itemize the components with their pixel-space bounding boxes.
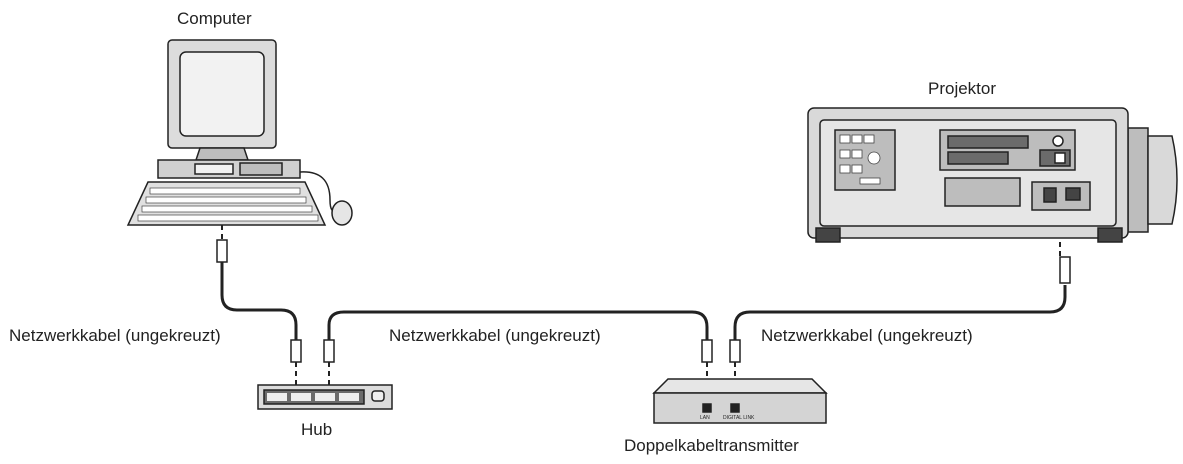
projector-icon (807, 107, 1178, 243)
computer-label: Computer (177, 9, 252, 28)
computer-icon (126, 39, 353, 226)
plug-hub-right (323, 339, 335, 363)
network-cables (220, 262, 1067, 340)
plug-hub-left (290, 339, 302, 363)
projector-label: Projektor (928, 79, 997, 98)
transmitter-icon (652, 378, 828, 424)
rj45-plugs (216, 239, 1071, 363)
hub-icon (257, 384, 393, 410)
plug-projector (1059, 256, 1071, 284)
plug-transmitter-dl (729, 339, 741, 363)
plug-transmitter-lan (701, 339, 713, 363)
cable-right-label: Netzwerkkabel (ungekreuzt) (761, 326, 973, 345)
cable-computer-hub (220, 262, 298, 340)
hub-label: Hub (301, 420, 333, 439)
plug-computer (216, 239, 228, 263)
cable-hub-transmitter (327, 310, 709, 340)
cable-left-label: Netzwerkkabel (ungekreuzt) (9, 326, 221, 345)
transmitter-label: Doppelkabeltransmitter (624, 436, 799, 455)
port-digital-link-label: DIGITAL LINK (723, 415, 755, 421)
port-lan-label: LAN (700, 415, 710, 421)
cable-transmitter-projector (733, 285, 1067, 340)
cable-middle-label: Netzwerkkabel (ungekreuzt) (389, 326, 601, 345)
